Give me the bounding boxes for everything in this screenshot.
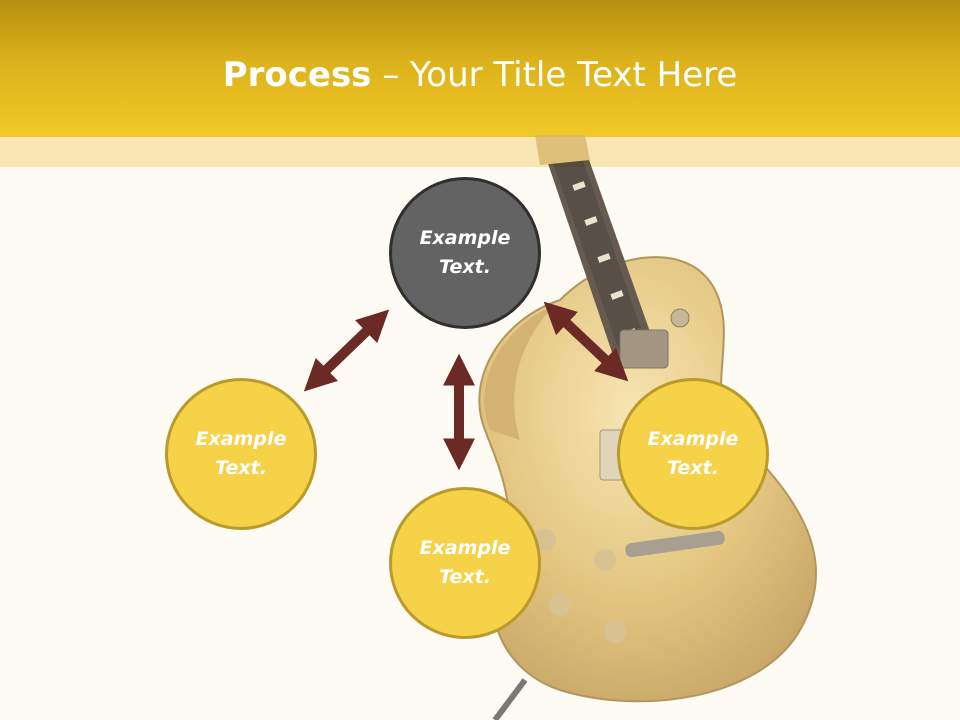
node-right: Example Text.: [617, 378, 769, 530]
slide-title: Process – Your Title Text Here: [0, 50, 960, 100]
node-bottom: Example Text.: [389, 487, 541, 639]
node-top: Example Text.: [389, 177, 541, 329]
node-left-label: Example Text.: [195, 428, 287, 479]
title-rest: – Your Title Text Here: [371, 55, 738, 95]
double-arrow-right-icon: [543, 301, 629, 382]
double-arrow-left-icon: [303, 309, 390, 392]
title-bar: [0, 0, 960, 137]
node-left: Example Text.: [165, 378, 317, 530]
title-bold: Process: [222, 55, 372, 95]
node-right-label: Example Text.: [647, 428, 739, 479]
node-bottom-label: Example Text.: [419, 537, 511, 588]
node-top-label: Example Text.: [419, 227, 511, 278]
header-stripe: [0, 137, 960, 167]
